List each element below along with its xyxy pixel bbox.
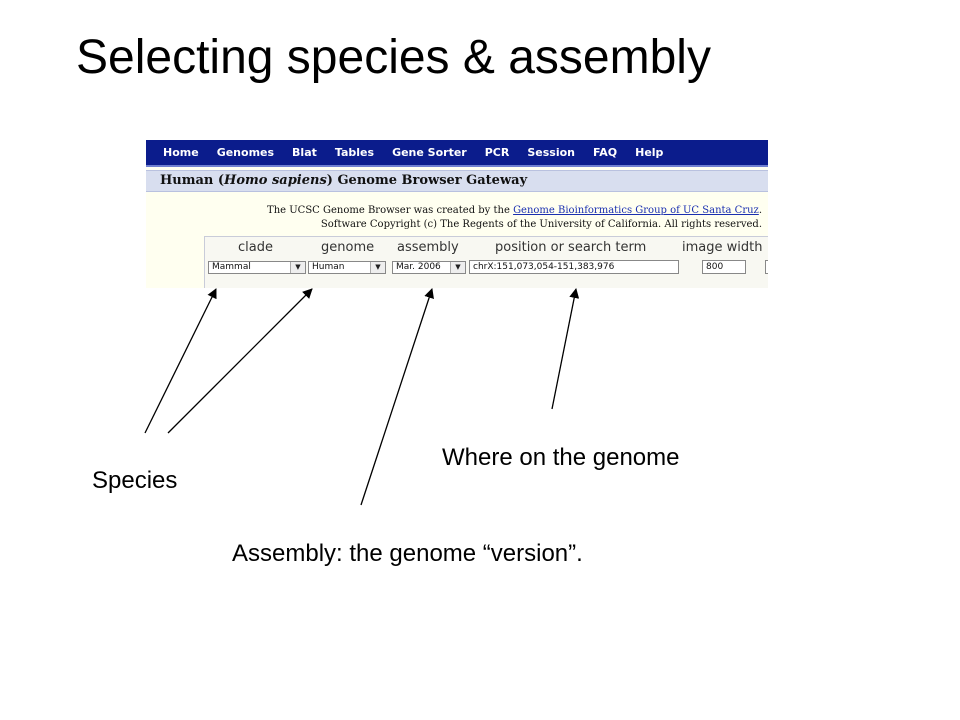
position-arrow bbox=[551, 288, 580, 410]
species-arrow-genome bbox=[167, 288, 313, 434]
menu-faq[interactable]: FAQ bbox=[592, 146, 618, 159]
assembly-arrow bbox=[360, 288, 434, 506]
genome-bioinformatics-link[interactable]: Genome Bioinformatics Group of UC Santa … bbox=[513, 205, 759, 216]
image-width-input[interactable]: 800 bbox=[702, 260, 746, 274]
top-menu-bar: Home Genomes Blat Tables Gene Sorter PCR… bbox=[146, 140, 768, 167]
info-line1-prefix: The UCSC Genome Browser was created by t… bbox=[267, 205, 514, 216]
menu-session[interactable]: Session bbox=[527, 146, 575, 159]
menu-gene-sorter[interactable]: Gene Sorter bbox=[392, 146, 467, 159]
assembly-select-value: Mar. 2006 bbox=[396, 262, 441, 272]
gateway-info-text: The UCSC Genome Browser was created by t… bbox=[267, 204, 762, 232]
gateway-title-suffix: ) Genome Browser Gateway bbox=[326, 173, 528, 188]
where-annotation: Where on the genome bbox=[442, 444, 680, 471]
genome-header: genome bbox=[321, 240, 375, 255]
clade-select-value: Mammal bbox=[212, 262, 251, 272]
clade-header: clade bbox=[238, 240, 273, 255]
assembly-header: assembly bbox=[397, 240, 459, 255]
menu-help[interactable]: Help bbox=[635, 146, 664, 159]
species-arrow-clade bbox=[144, 288, 217, 434]
position-search-input[interactable]: chrX:151,073,054-151,383,976 bbox=[469, 260, 679, 274]
gateway-title-prefix: Human ( bbox=[160, 173, 225, 188]
genome-select[interactable]: Human ▼ bbox=[308, 261, 386, 274]
chevron-down-icon: ▼ bbox=[370, 262, 385, 273]
assembly-select[interactable]: Mar. 2006 ▼ bbox=[392, 261, 466, 274]
chevron-down-icon: ▼ bbox=[450, 262, 465, 273]
species-annotation: Species bbox=[92, 467, 178, 494]
genome-browser-screenshot: Home Genomes Blat Tables Gene Sorter PCR… bbox=[146, 140, 768, 288]
genome-select-value: Human bbox=[312, 262, 345, 272]
menu-home[interactable]: Home bbox=[163, 146, 199, 159]
clade-select[interactable]: Mammal ▼ bbox=[208, 261, 306, 274]
submit-button-edge[interactable] bbox=[765, 260, 768, 274]
menu-tables[interactable]: Tables bbox=[334, 146, 375, 159]
info-copyright: Software Copyright (c) The Regents of th… bbox=[320, 219, 762, 230]
position-header: position or search term bbox=[495, 240, 647, 255]
menu-genomes[interactable]: Genomes bbox=[216, 146, 275, 159]
chevron-down-icon: ▼ bbox=[290, 262, 305, 273]
assembly-annotation: Assembly: the genome “version”. bbox=[232, 540, 583, 567]
info-line1-suffix: . bbox=[758, 205, 762, 216]
menu-blat[interactable]: Blat bbox=[292, 146, 317, 159]
menu-pcr[interactable]: PCR bbox=[484, 146, 510, 159]
gateway-title-species: Homo sapiens bbox=[224, 173, 327, 188]
slide-title: Selecting species & assembly bbox=[76, 31, 711, 84]
gateway-title-bar: Human (Homo sapiens) Genome Browser Gate… bbox=[146, 170, 768, 192]
image-width-header: image width bbox=[682, 240, 763, 255]
